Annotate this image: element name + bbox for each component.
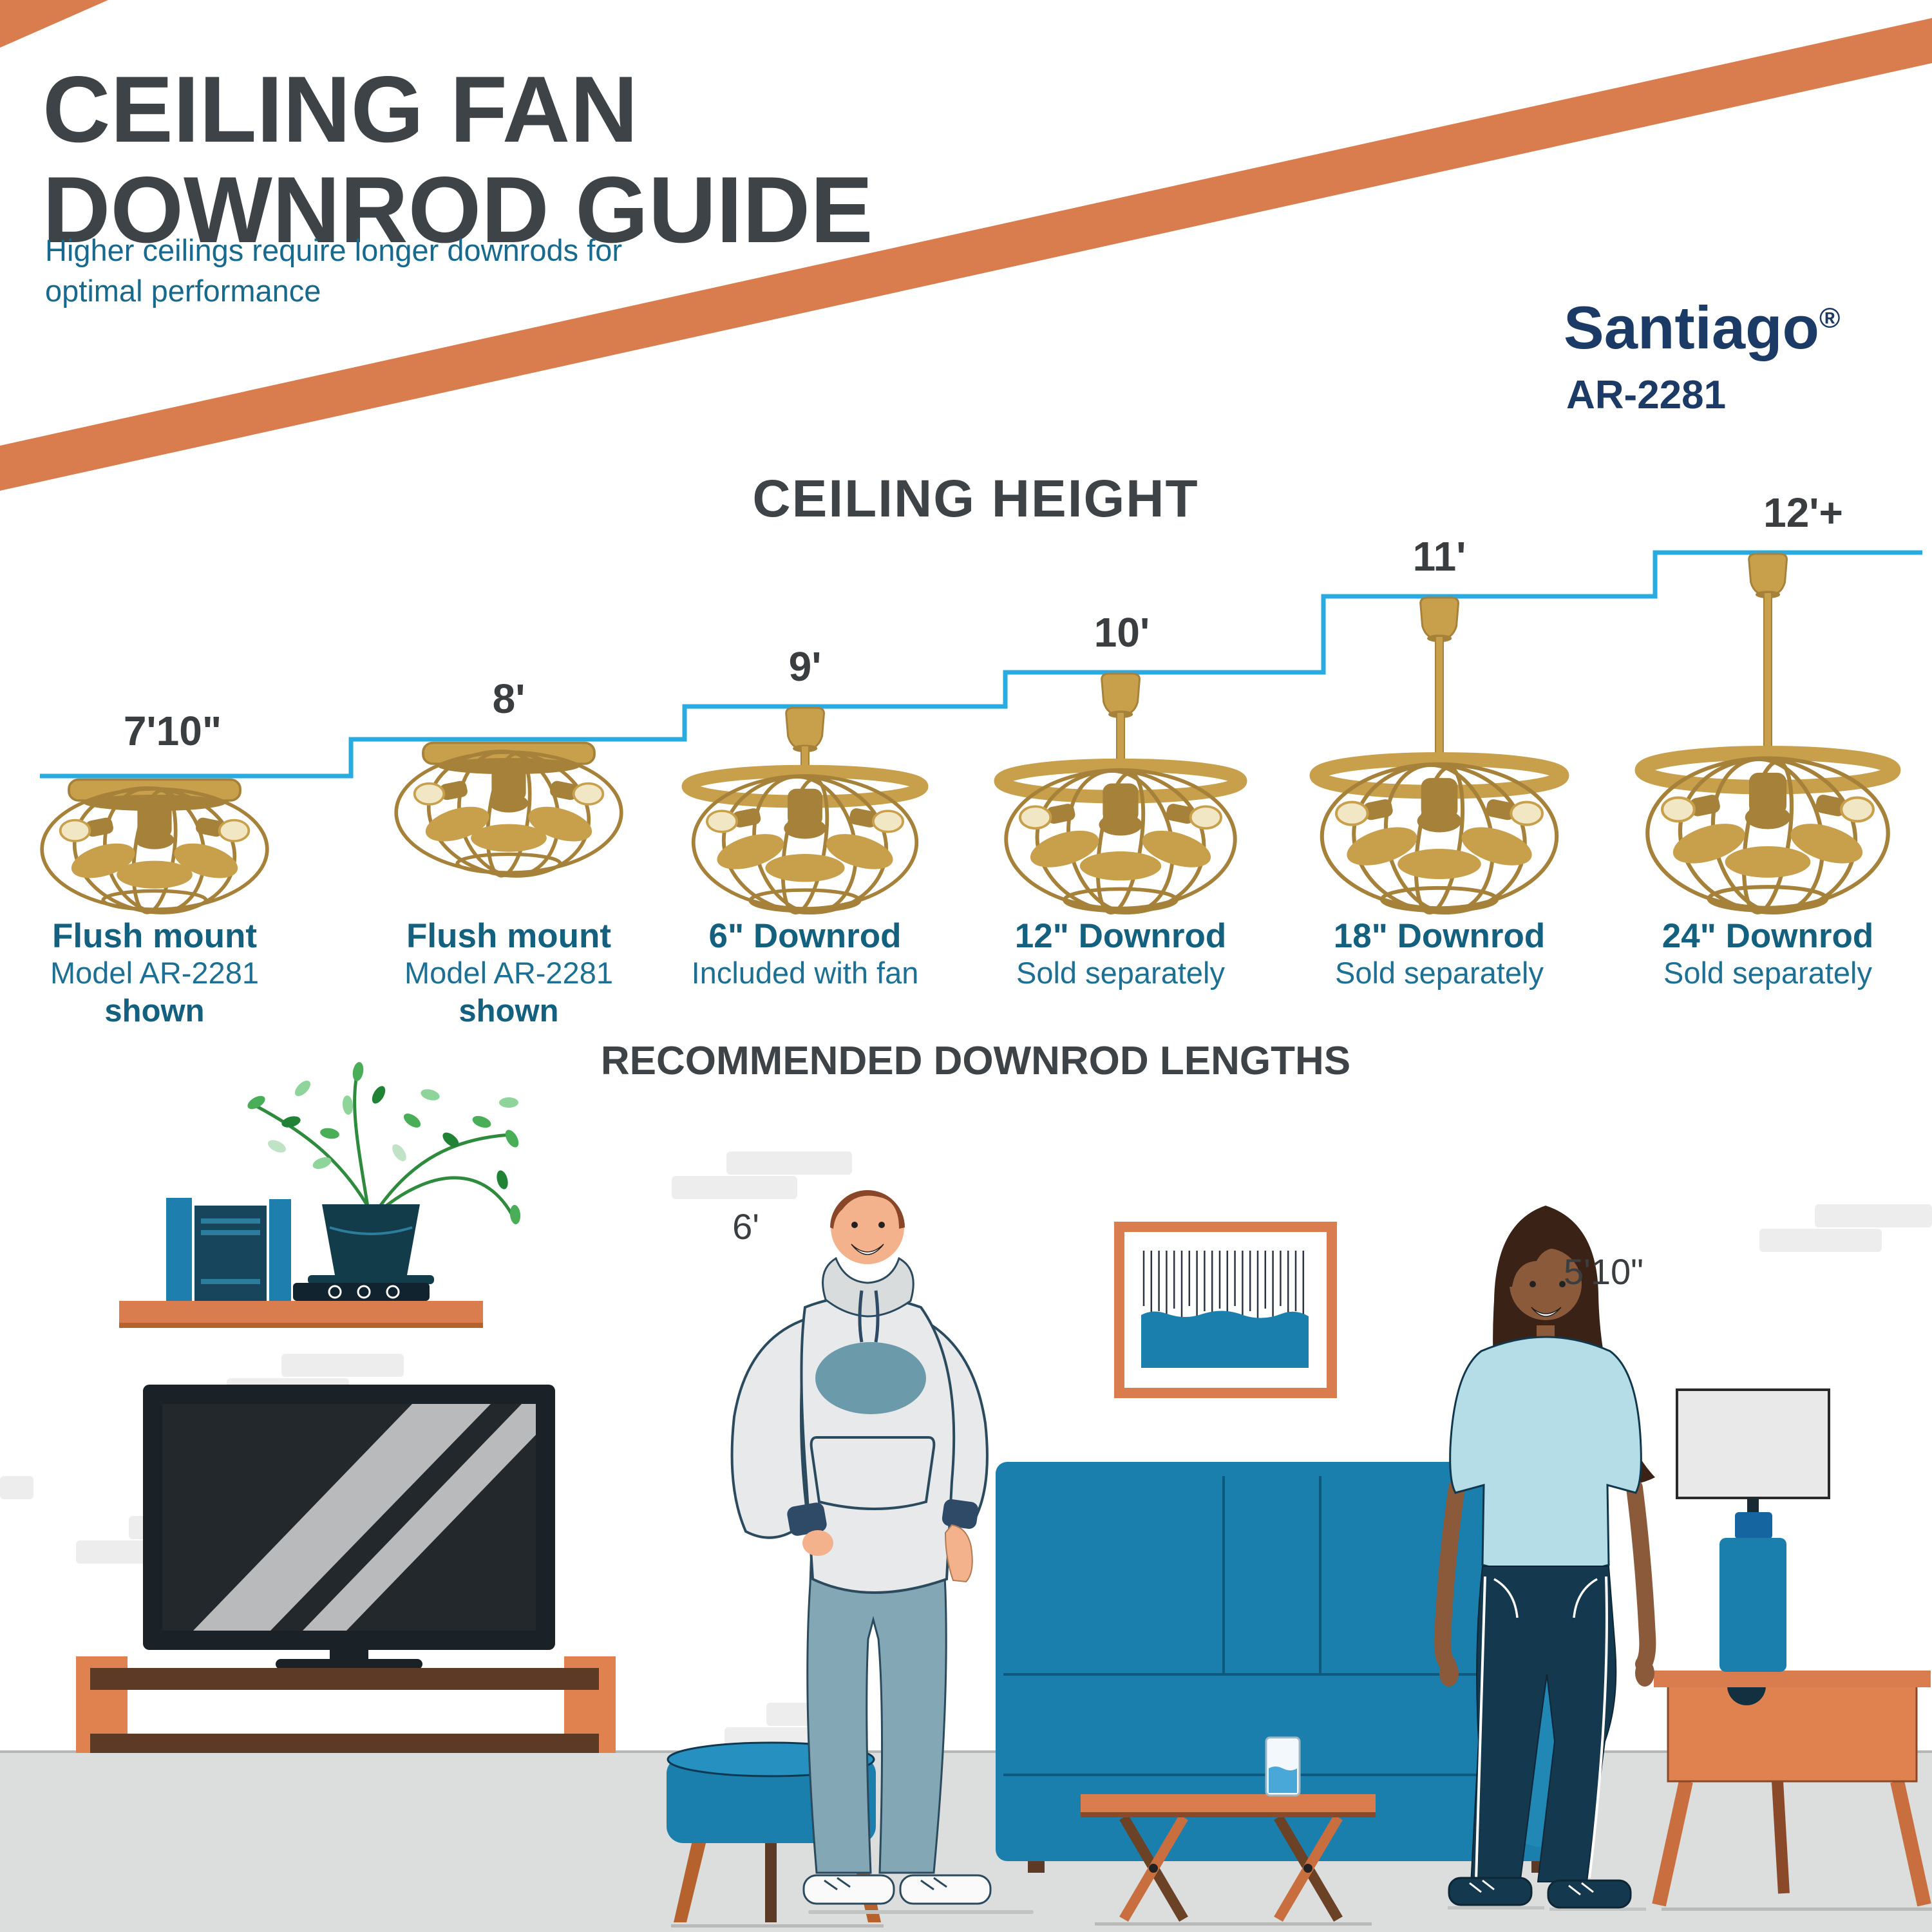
title-line-2: DOWNROD GUIDE <box>43 157 873 263</box>
plant-pot <box>322 1204 420 1275</box>
height-label-7ft10: 7'10" <box>123 708 222 754</box>
fan-label-2: Flush mount Model AR-2281 shown <box>335 917 683 1031</box>
woman-pants <box>1470 1566 1617 1885</box>
man-jeans <box>806 1508 947 1874</box>
height-label-8ft: 8' <box>492 676 526 722</box>
brand-text: Santiago <box>1564 294 1819 361</box>
brand-name: Santiago® <box>1564 293 1840 363</box>
fan-label-1-note: shown <box>104 993 205 1028</box>
fan-18in-downrod <box>1317 596 1562 930</box>
fan-24in-downrod <box>1642 553 1893 931</box>
floor <box>0 1752 1932 1932</box>
woman-shirt <box>1449 1336 1642 1575</box>
coffee-table <box>1081 1736 1376 1926</box>
fan-label-3-title: 6" Downrod <box>708 917 902 955</box>
picture-frame <box>1114 1222 1337 1398</box>
fan-12in-downrod <box>1001 672 1240 929</box>
fan-flush-7ft10 <box>42 773 267 927</box>
fan-label-2-note: shown <box>459 993 559 1028</box>
fan-label-2-title: Flush mount <box>406 917 611 955</box>
fan-label-6: 24" Downrod Sold separately <box>1594 917 1932 992</box>
man-pocket <box>810 1436 936 1510</box>
fan-6in-downrod <box>688 706 922 929</box>
diagonal-stripe <box>0 0 1932 491</box>
water-glass <box>1265 1736 1301 1797</box>
man-figure <box>730 1190 1034 1914</box>
man-hair <box>830 1190 905 1229</box>
height-label-10ft: 10' <box>1094 609 1150 656</box>
side-table <box>1652 1671 1932 1911</box>
fan-label-1-title: Flush mount <box>52 917 257 955</box>
fan-label-1: Flush mount Model AR-2281 shown <box>0 917 328 1031</box>
page-title: CEILING FAN DOWNROD GUIDE <box>43 59 873 260</box>
fan-label-5-title: 18" Downrod <box>1333 917 1546 955</box>
fan-label-4: 12" Downrod Sold separately <box>947 917 1294 992</box>
height-label-9ft: 9' <box>788 643 822 690</box>
subtitle-line-1: Higher ceilings require longer downrods … <box>45 233 623 267</box>
height-label-11ft: 11' <box>1412 533 1466 580</box>
woman-figure <box>1434 1206 1656 1911</box>
fan-label-4-detail: Sold separately <box>1016 956 1225 990</box>
section-heading-ceiling-height: CEILING HEIGHT <box>752 469 1199 528</box>
fan-label-5-detail: Sold separately <box>1335 956 1544 990</box>
fan-label-5: 18" Downrod Sold separately <box>1265 917 1613 992</box>
frame-art <box>1142 1251 1305 1321</box>
woman-hair-front <box>1509 1228 1586 1287</box>
fan-label-2-detail: Model AR-2281 <box>404 956 613 990</box>
height-label-12ft-plus: 12'+ <box>1763 489 1843 536</box>
subtitle-line-2: optimal performance <box>45 273 321 308</box>
tv-stand <box>76 1656 616 1753</box>
wall-shelf <box>119 1061 522 1328</box>
fan-label-6-title: 24" Downrod <box>1662 917 1874 955</box>
plant <box>245 1061 522 1225</box>
ceiling-step-line <box>40 550 1922 779</box>
fan-label-6-detail: Sold separately <box>1663 956 1872 990</box>
man-height-label: 6' <box>732 1206 759 1247</box>
registered-mark: ® <box>1819 302 1841 334</box>
fan-flush-8ft <box>396 737 621 891</box>
fan-label-4-title: 12" Downrod <box>1014 917 1227 955</box>
fan-label-3-detail: Included with fan <box>691 956 919 990</box>
table-lamp <box>1676 1388 1830 1672</box>
page-subtitle: Higher ceilings require longer downrods … <box>45 231 622 312</box>
fan-label-1-detail: Model AR-2281 <box>50 956 259 990</box>
books <box>166 1198 291 1301</box>
section-heading-downrod-lengths: RECOMMENDED DOWNROD LENGTHS <box>600 1039 1351 1083</box>
living-room-scene <box>0 1061 1932 1932</box>
woman-height-label: 5'10" <box>1563 1251 1644 1292</box>
fan-label-3: 6" Downrod Included with fan <box>631 917 979 992</box>
title-line-1: CEILING FAN <box>43 57 638 162</box>
brand-model: AR-2281 <box>1566 373 1727 417</box>
tv <box>143 1385 555 1669</box>
